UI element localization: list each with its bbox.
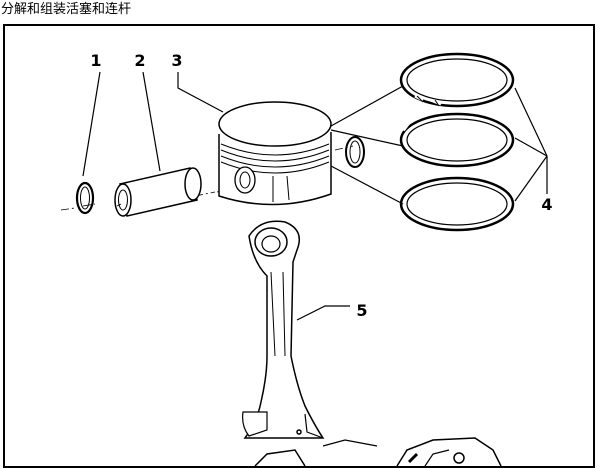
circlip-right <box>345 136 365 168</box>
document-title: 分解和组装活塞和连杆 <box>1 2 132 17</box>
piston-pin <box>114 167 202 217</box>
ring-guide-mid <box>330 129 404 147</box>
callout-4: 4 <box>541 195 552 214</box>
top-ring <box>399 52 515 108</box>
exploded-view-illustration: 1 2 3 4 5 <box>3 24 595 468</box>
bearing-cap-partial <box>254 437 502 466</box>
leader-line-2 <box>142 71 161 172</box>
ring-guide-top <box>330 85 404 127</box>
middle-ring <box>399 112 515 168</box>
circlip-left <box>75 181 95 215</box>
leader-line-5 <box>296 305 350 321</box>
piston-rings <box>399 52 515 232</box>
piston <box>218 101 332 206</box>
leader-line-4c <box>514 155 548 202</box>
callout-2: 2 <box>134 51 145 70</box>
leader-line-1 <box>82 71 101 177</box>
callout-3: 3 <box>171 51 182 70</box>
leader-lines <box>82 71 548 321</box>
callout-1: 1 <box>90 51 101 70</box>
ring-guide-bottom <box>330 165 404 205</box>
leader-line-4b <box>514 137 548 157</box>
connecting-rod <box>242 220 325 439</box>
callout-5: 5 <box>356 301 367 320</box>
leader-line-3 <box>177 72 224 113</box>
oil-ring <box>399 176 515 232</box>
